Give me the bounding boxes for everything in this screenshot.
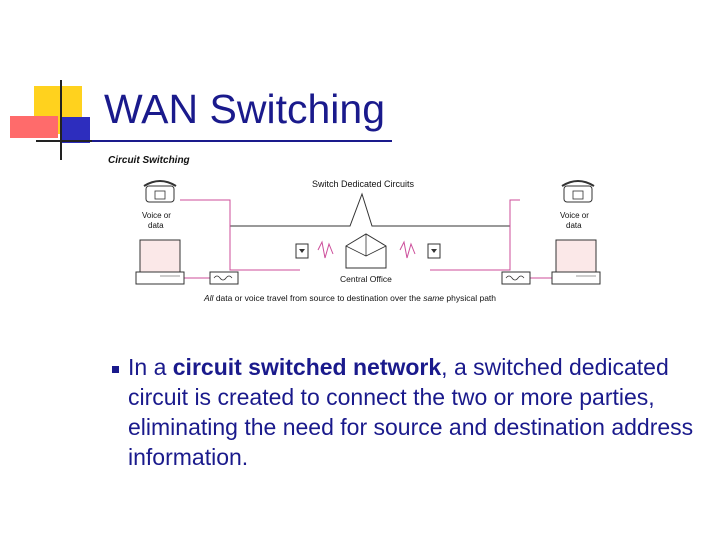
diagram-heading: Circuit Switching bbox=[108, 155, 190, 166]
bullet-text: In a circuit switched network, a switche… bbox=[128, 352, 712, 472]
slide-title: WAN Switching bbox=[104, 86, 385, 132]
circuit-switching-diagram: Circuit Switching Switch Dedicated Circu… bbox=[108, 155, 601, 303]
dedicated-circuit-line bbox=[229, 192, 511, 238]
caption-all: All bbox=[203, 293, 215, 303]
diagram-caption: All data or voice travel from source to … bbox=[203, 293, 496, 303]
caption-same: same bbox=[423, 293, 444, 303]
deco-vertical-line bbox=[60, 80, 62, 160]
center-label: Central Office bbox=[340, 274, 392, 284]
right-device-label-1: Voice or bbox=[560, 211, 589, 220]
bullet-square-icon bbox=[112, 366, 119, 373]
caption-end: physical path bbox=[444, 293, 496, 303]
right-modem-icon bbox=[501, 271, 531, 285]
right-switch-icon bbox=[427, 243, 441, 259]
left-pink-circuit bbox=[180, 199, 300, 271]
bullet-part1: In a bbox=[128, 354, 173, 380]
right-pink-circuit bbox=[430, 199, 520, 271]
left-computer-icon bbox=[135, 239, 185, 285]
left-device-label-2: data bbox=[148, 221, 164, 230]
left-signal-zigzag bbox=[317, 240, 334, 259]
right-signal-zigzag bbox=[399, 240, 416, 259]
deco-horizontal-line bbox=[36, 140, 96, 142]
right-telephone-icon bbox=[561, 180, 595, 203]
caption-middle: data or voice travel from source to dest… bbox=[213, 293, 423, 303]
top-label: Switch Dedicated Circuits bbox=[312, 179, 415, 189]
left-telephone-icon bbox=[143, 180, 177, 203]
right-computer-icon bbox=[551, 239, 601, 285]
left-device-label-1: Voice or bbox=[142, 211, 171, 220]
deco-blue-block bbox=[60, 117, 90, 143]
left-modem-icon bbox=[209, 271, 239, 285]
left-switch-icon bbox=[295, 243, 309, 259]
bullet-bold: circuit switched network bbox=[172, 354, 442, 380]
central-office-icon bbox=[345, 233, 387, 269]
right-device-label-2: data bbox=[566, 221, 582, 230]
deco-pink-block bbox=[10, 116, 58, 138]
title-underline bbox=[92, 140, 392, 142]
bullet-part2: , a switched dedicated circuit is create… bbox=[128, 354, 694, 470]
